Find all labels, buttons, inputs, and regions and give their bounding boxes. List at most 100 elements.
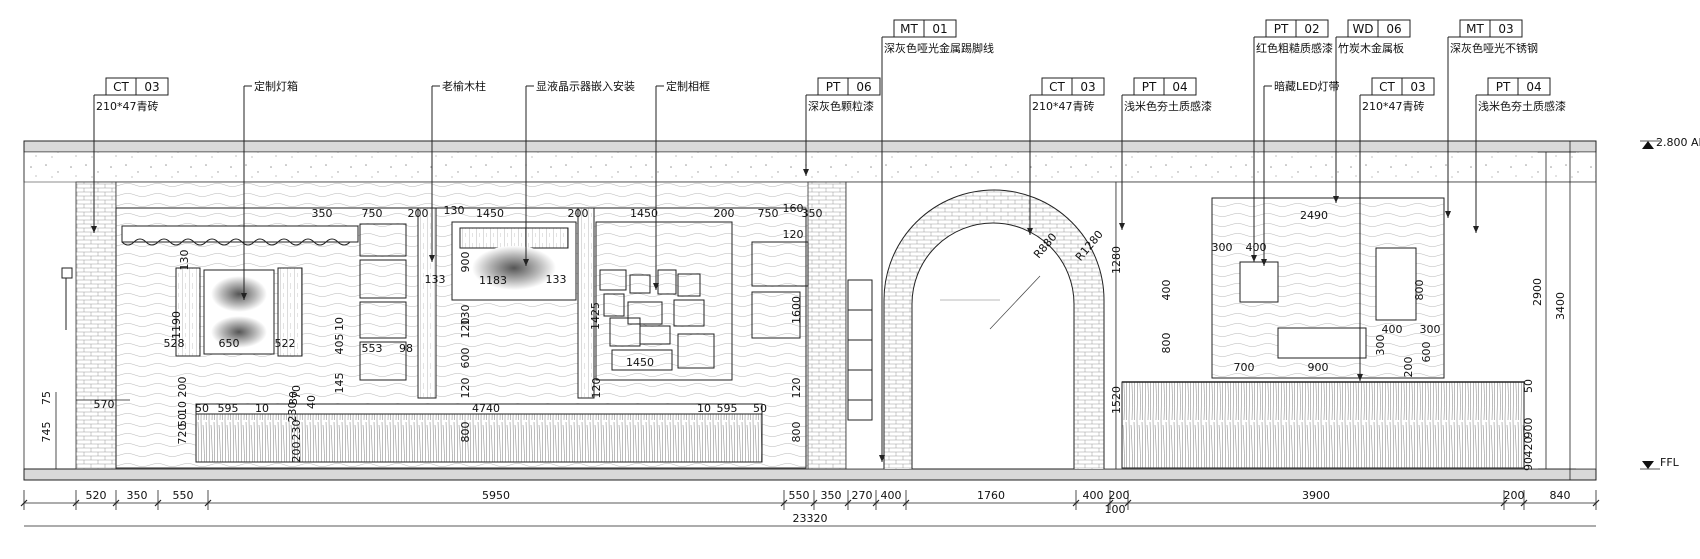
niche-3 [1277, 327, 1367, 359]
dimension-value: 800 [459, 422, 472, 443]
dimension-value: 200 [290, 442, 303, 463]
callout-number: 04 [1172, 80, 1187, 94]
dimension-value: 1450 [626, 356, 654, 369]
callout-note: 竹炭木金属板 [1338, 41, 1404, 55]
height-dimension: 420 [1522, 437, 1535, 458]
callout-note: 浅米色夯土质感漆 [1478, 99, 1566, 113]
height-dimension: 720 [176, 424, 189, 445]
annotation-text: 显液晶示器嵌入安装 [536, 79, 635, 93]
annotation-label: 暗藏LED灯带 [1261, 79, 1340, 266]
dimension-value: 528 [164, 337, 185, 350]
dimension-value: 595 [218, 402, 239, 415]
annotation-text: 暗藏LED灯带 [1274, 79, 1340, 93]
dimension-value: 130 [178, 250, 191, 271]
callout-code: MT [1466, 22, 1484, 36]
dimension-value: 650 [219, 337, 240, 350]
bottom-dimension: 350 [821, 489, 842, 502]
annotation-text: 定制灯箱 [254, 79, 298, 93]
callout-note: 红色粗糙质感漆 [1256, 41, 1333, 55]
ladder-shelf [847, 279, 873, 421]
bottom-dimension: 550 [789, 489, 810, 502]
callout-ct-03: CT 03 210*47青砖 [91, 77, 169, 233]
dimension-value: 200 [408, 207, 429, 220]
bottom-dimension: 840 [1550, 489, 1571, 502]
callout-number: 03 [1080, 80, 1095, 94]
dimension-value: 553 [362, 342, 383, 355]
annotation-label: 定制相框 [653, 79, 710, 290]
bottom-dimension: 520 [86, 489, 107, 502]
dimension-value: 1190 [170, 311, 183, 339]
height-dimension: 200 [176, 377, 189, 398]
dimension-value: 600 [1420, 342, 1433, 363]
dimension-value: 160 [783, 202, 804, 215]
dimension-value: 10 [697, 402, 711, 415]
dimension-value: 200 [1402, 357, 1415, 378]
callout-number: 06 [856, 80, 871, 94]
height-dimension: 2900 [1531, 278, 1544, 306]
dimension-value: 230 [290, 420, 303, 441]
dimension-value: 405 [333, 334, 346, 355]
wall-frame [115, 207, 807, 469]
callout-note: 深灰色颗粒漆 [808, 99, 874, 113]
niche-2 [1375, 247, 1417, 321]
dimension-value: 50 [753, 402, 767, 415]
photo-frame-right [751, 241, 809, 287]
callout-code: PT [1142, 80, 1157, 94]
bottom-dimension: 3900 [1302, 489, 1330, 502]
callout-code: CT [113, 80, 129, 94]
annotation-text: 定制相框 [666, 79, 710, 93]
shutter-right [277, 267, 303, 357]
dimension-value: 595 [717, 402, 738, 415]
left-zone [61, 207, 809, 469]
dimension-value: 120 [783, 228, 804, 241]
bottom-dimension: 550 [173, 489, 194, 502]
callout-code: WD [1352, 22, 1373, 36]
bottom-dimension: 350 [127, 489, 148, 502]
dimension-value: 900 [1308, 361, 1329, 374]
callout-code: PT [1274, 22, 1289, 36]
callout-note: 深灰色哑光金属踢脚线 [884, 41, 994, 55]
dimension-value: 4740 [472, 402, 500, 415]
dimension-value: 1425 [589, 302, 602, 330]
callout-number: 03 [144, 80, 159, 94]
dimension-value: 1520 [1110, 386, 1123, 414]
dimension-value: 800 [1160, 333, 1173, 354]
height-dimension: 3400 [1554, 292, 1567, 320]
bottom-dimension: 400 [881, 489, 902, 502]
bottom-dimension: 270 [852, 489, 873, 502]
callout-code: CT [1379, 80, 1395, 94]
reed-counter [1121, 381, 1525, 469]
dimension-value: 30 [287, 391, 300, 405]
dimension-value: 750 [362, 207, 383, 220]
callout-number: 06 [1386, 22, 1401, 36]
dimension-value: 130 [444, 204, 465, 217]
dimension-value: 800 [790, 422, 803, 443]
callout-note: 210*47青砖 [96, 99, 159, 113]
callout-code: CT [1049, 80, 1065, 94]
frame-stack-1 [359, 223, 407, 257]
dimension-value: 130 [459, 305, 472, 326]
bottom-dimension: 1760 [977, 489, 1005, 502]
dimension-value: 1600 [790, 296, 803, 324]
brick-column [807, 181, 847, 470]
dimension-value: 200 [714, 207, 735, 220]
callout-code: PT [826, 80, 841, 94]
callout-note: 210*47青砖 [1362, 99, 1425, 113]
arch-opening [911, 222, 1075, 470]
annotation-label: 显液晶示器嵌入安装 [523, 79, 635, 266]
dimension-value: 350 [312, 207, 333, 220]
level-markers: 2.800 AFFLFFL [1640, 136, 1700, 470]
dimension-value: 133 [546, 273, 567, 286]
dimension-value: 1450 [630, 207, 658, 220]
dimension-value: 120 [590, 378, 603, 399]
bottom-dimension: 200 [1109, 489, 1130, 502]
